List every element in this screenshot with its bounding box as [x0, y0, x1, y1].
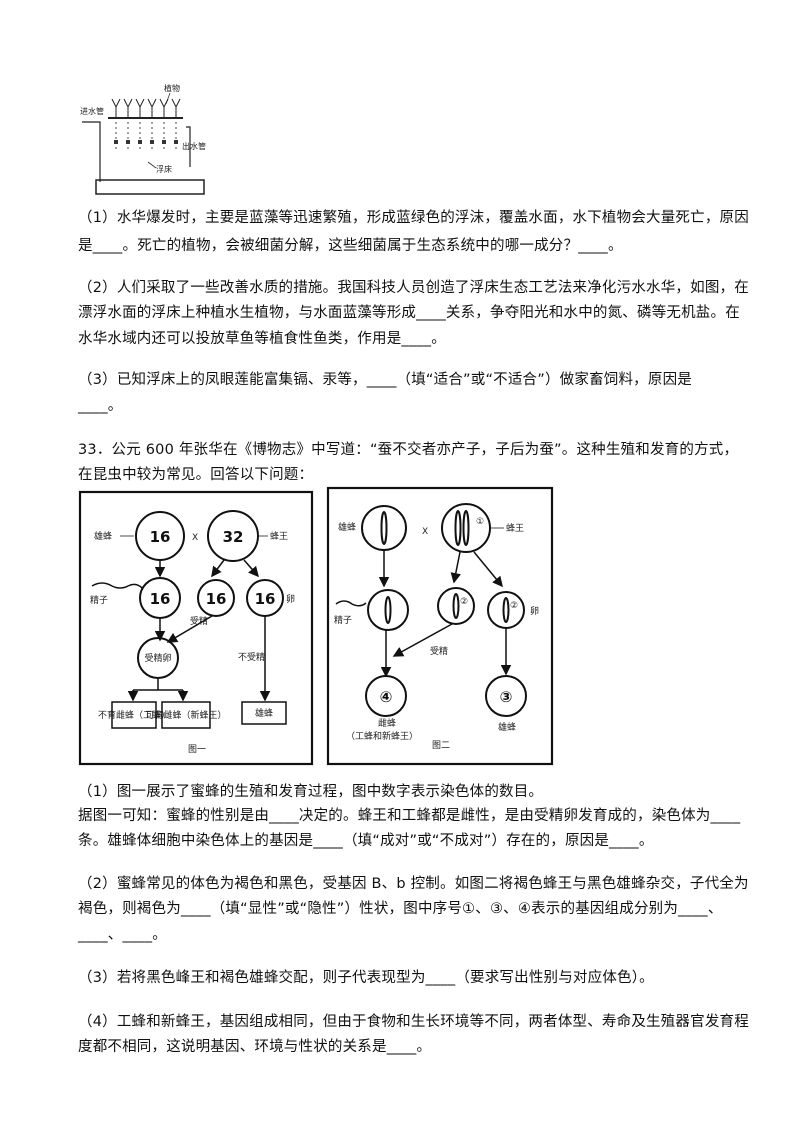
q33-part4-line2: 度都不相同，这说明基因、环境与性状的关系是____。 [78, 1039, 432, 1055]
outlet-label: 出水管 [182, 141, 206, 151]
q32-part1-line2: 是____。死亡的植物，会被细菌分解，这些细菌属于生态系统中的哪一成分？____… [78, 238, 623, 254]
floating-bed-figure: 植物 进水管 出水管 浮床 [80, 83, 206, 195]
fig2-queen-circle [441, 503, 491, 553]
fig1-queen-label: 蜂王 [270, 530, 288, 542]
fig1-egg1-number: 16 [206, 590, 227, 608]
fig1-egg2-number: 16 [255, 590, 276, 608]
q33-intro-line1: 33．公元 600 年张华在《博物志》中写道：“蚕不交者亦产子，子后为蚕”。这种… [78, 442, 739, 458]
fig1-zygote-label: 受精卵 [144, 652, 171, 664]
fig1-drone-box-text: 雄蜂 [255, 707, 273, 719]
float-label: 浮床 [156, 164, 172, 174]
fig1-male-number: 16 [150, 528, 171, 546]
fig2-offspring1-circle [365, 675, 407, 717]
q32-part3-line1: （3）已知浮床上的凤眼莲能富集镉、汞等，____（填“适合”或“不适合”）做家畜… [78, 372, 692, 388]
fig2-egg-label: 卵 [530, 606, 539, 617]
q33-part2-line1: （2）蜜蜂常见的体色为褐色和黑色，受基因 B、b 控制。如图二将褐色蜂王与黑色雄… [78, 876, 749, 892]
fig2-cross: X [422, 527, 428, 537]
fig1-worker-box [111, 701, 157, 729]
fig2-egg2-mark: ② [510, 601, 518, 611]
fig1-unfertilized-label: 不受精 [238, 651, 265, 663]
fig2-male-label: 雄蜂 [338, 521, 356, 533]
fig1-sperm-label: 精子 [90, 594, 108, 606]
fig1-newqueen-box [161, 701, 211, 729]
fig1-male-label: 雄蜂 [94, 530, 112, 542]
fig2-egg1-circle [437, 587, 475, 625]
q33-part4-line1: （4）工蜂和新蜂王，基因组成相同，但由于食物和生长环境等不同，两者体型、寿命及生… [78, 1014, 749, 1030]
q33-intro-line2: 在昆虫中较为常见。回答以下问题： [78, 467, 314, 483]
q32-part2-line1: （2）人们采取了一些改善水质的措施。我国科技人员创造了浮床生态工艺法来净化污水水… [78, 280, 749, 296]
fig2-sperm-label: 精子 [334, 614, 352, 626]
fig1-worker-box-text: 不育雌蜂（工蜂） [98, 709, 170, 721]
fig1-fertilized-label: 受精 [190, 615, 208, 627]
q33-part1-line2: 据图一可知：蜜蜂的性别是由____决定的。蜂王和工蜂都是雌性，是由受精卵发育成的… [78, 808, 741, 824]
fig1-male-circle [135, 511, 185, 561]
q32-part2-line2: 漂浮水面的浮床上种植水生植物，与水面蓝藻等形成____关系，争夺阳光和水中的氮、… [78, 305, 740, 321]
fig2-sperm-circle [367, 589, 409, 631]
fig1-newqueen-box-text: 可育雌蜂（新蜂王） [145, 709, 226, 721]
q32-part2-line3: 水华水域内还可以投放草鱼等植食性鱼类，作用是____。 [78, 331, 446, 347]
q33-part3-line1: （3）若将黑色峰王和褐色雄蜂交配，则子代表现型为____（要求写出性别与对应体色… [78, 970, 654, 986]
q33-part2-line3: ____、____。 [78, 927, 167, 943]
fig1-cross: X [192, 533, 198, 543]
fig1-drone-box [241, 701, 287, 725]
q32-part1-line1: （1）水华爆发时，主要是蓝藻等迅速繁殖，形成蓝绿色的浮沫，覆盖水面，水下植物会大… [78, 210, 749, 226]
figure-two: 雄蜂 X ① 蜂王 精子 ② ② 卵 受精 ④ 雌蜂 （工蜂和新蜂王） ③ 雄蜂… [326, 486, 554, 766]
q33-part1-line3: 条。雄蜂体细胞中染色体上的基因是____（填“成对”或“不成对”）存在的，原因是… [78, 833, 654, 849]
plant-label: 植物 [164, 83, 180, 93]
fig1-sperm-number: 16 [150, 590, 171, 608]
fig2-offspring2-mark: ③ [500, 688, 513, 706]
q33-part2-line2: 褐色，则褐色为____（填“显性”或“隐性”）性状，图中序号①、③、④表示的基因… [78, 901, 723, 917]
fig2-offspring1-label: 雌蜂 [378, 717, 396, 729]
inlet-label: 进水管 [80, 106, 104, 116]
fig1-egg-label: 卵 [286, 594, 295, 605]
figure-one: 雄蜂 16 X 32 蜂王 精子 16 16 16 卵 受精 受精卵 不受精 不… [78, 490, 314, 766]
fig2-fertilized-label: 受精 [430, 645, 448, 657]
fig2-egg1-mark: ② [460, 597, 468, 607]
fig1-caption: 图一 [188, 744, 206, 755]
plants [111, 98, 181, 117]
q33-part1-line1: （1）图一展示了蜜蜂的生殖和发育过程，图中数字表示染色体的数目。 [78, 784, 544, 800]
fig2-offspring1-sub: （工蜂和新蜂王） [346, 730, 418, 742]
fig1-queen-number: 32 [223, 528, 244, 546]
fig2-caption: 图二 [432, 740, 450, 751]
q32-part3-line2: ____。 [78, 398, 123, 414]
fig2-offspring1-mark: ④ [380, 688, 393, 706]
fig2-offspring2-label: 雄蜂 [498, 721, 516, 733]
fig2-queen-mark: ① [476, 517, 484, 527]
fig1-queen-circle [207, 510, 259, 562]
fig1-egg1-circle [197, 579, 235, 617]
fig2-offspring2-circle [485, 675, 527, 717]
fig2-queen-label: 蜂王 [506, 522, 524, 534]
